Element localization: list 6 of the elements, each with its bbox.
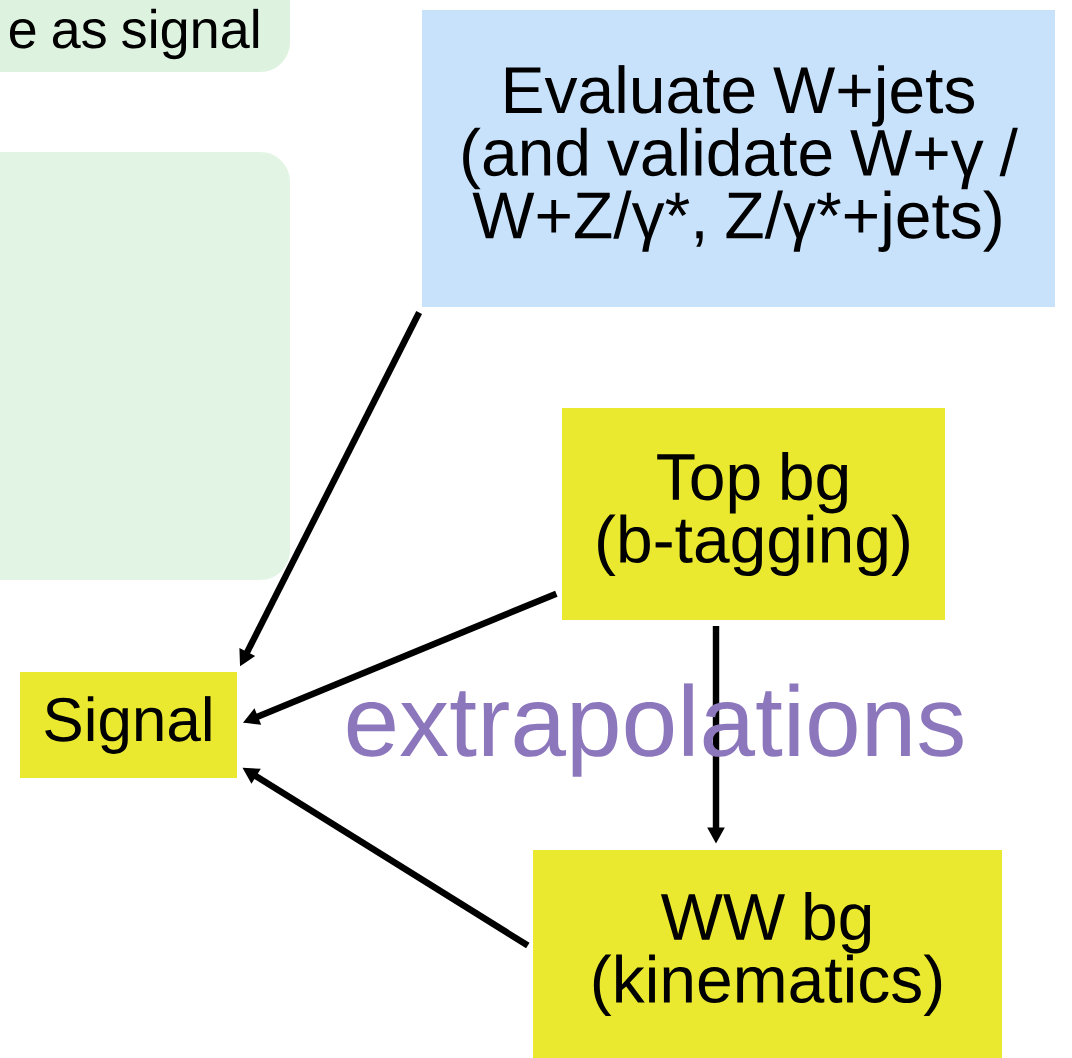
process-box: Signal (20, 672, 237, 778)
process-box: WW bg (kinematics) (533, 850, 1002, 1058)
process-box: Top bg (b-tagging) (562, 408, 945, 620)
process-box: Evaluate W+jets (and validate W+γ / W+Z/γ*, Z/γ*+jets) (422, 10, 1055, 307)
note-box: e as signal (0, 0, 290, 72)
panel-box (0, 152, 290, 580)
